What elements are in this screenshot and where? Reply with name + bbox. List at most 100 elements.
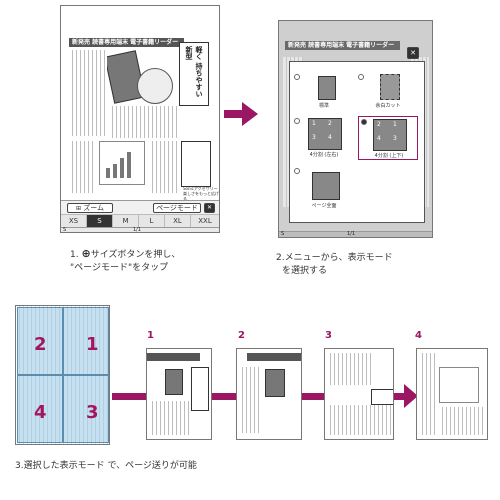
step3-caption: 3.選択した表示モード で、ページ送りが可能 xyxy=(15,461,197,471)
thumb1-image xyxy=(165,369,183,395)
quadrant-3 xyxy=(63,375,109,443)
size-xs-button[interactable]: XS xyxy=(61,215,87,228)
reader1-chart xyxy=(99,141,145,185)
step1-number: 1. xyxy=(70,250,79,260)
quadrant-label-1: 1 xyxy=(86,334,99,355)
reader1-page-indicator: 1/1 xyxy=(133,227,142,233)
step-number-1: 1 xyxy=(147,330,154,341)
reader1-ad-box-text: Sonicアクセサリー 楽しさをもっと広げる xyxy=(183,186,219,201)
thumb4-text-left xyxy=(419,353,437,435)
step1-text: サイズボタンを押し、 xyxy=(90,250,181,260)
grid-ud-2: 2 xyxy=(377,121,381,128)
progress-arrow-head-icon xyxy=(404,384,418,408)
grid-ud-1: 1 xyxy=(393,121,397,128)
step2-caption-line2: を選択する xyxy=(282,266,328,276)
grid-4split-lr: 1 2 3 4 xyxy=(308,118,342,150)
thumb4-text-right xyxy=(439,407,485,435)
size-m-button[interactable]: M xyxy=(113,215,139,228)
reader1-sidebar-box xyxy=(181,141,211,187)
quadrant-page: 2 1 4 3 xyxy=(15,305,110,445)
page-mode-button[interactable]: ページモード xyxy=(153,203,201,213)
reader2-statusbar: S 1/1 xyxy=(279,231,432,237)
option-4split-lr-label: 4分割 (左右) xyxy=(309,152,339,158)
option-4split-ud[interactable]: 2 1 4 3 4分割 (上下) xyxy=(358,116,418,160)
step-number-3: 3 xyxy=(325,330,332,341)
thumb2-text xyxy=(239,367,261,433)
step-thumbnail-1 xyxy=(146,348,212,440)
product-image-circle xyxy=(137,68,173,104)
reader-screen-1: 新発売 読書専用端末 電子書籍リーダー 軽く 持ちやすい 新型 Sonicアクセ… xyxy=(60,5,220,233)
margin-cut-icon xyxy=(380,74,400,100)
quadrant-label-4: 4 xyxy=(34,402,47,423)
thumb3-text xyxy=(327,353,371,385)
zoom-button[interactable]: ⊞ ズーム xyxy=(67,203,113,213)
display-mode-menu: 標準 余白カット 1 2 3 4 4分割 (左右) 2 1 4 xyxy=(289,61,425,223)
radio-standard[interactable] xyxy=(294,74,300,80)
reader1-vertical-title: 軽く 持ちやすい 新型 xyxy=(185,46,203,98)
quadrant-label-2: 2 xyxy=(34,334,47,355)
quadrant-1 xyxy=(63,307,109,375)
arrow-1-head-icon xyxy=(242,102,258,126)
grid-lr-3: 3 xyxy=(312,134,316,141)
size-l-button[interactable]: L xyxy=(139,215,165,228)
option-4split-lr[interactable]: 1 2 3 4 4分割 (左右) xyxy=(294,116,354,160)
reader1-top-margin xyxy=(61,6,219,14)
zoom-icon: ⊞ xyxy=(75,205,81,212)
reader2-status-left: S xyxy=(281,231,285,237)
quadrant-label-3: 3 xyxy=(86,402,99,423)
size-xxl-button[interactable]: XXL xyxy=(198,217,212,225)
option-full-page[interactable]: ページ全面 xyxy=(294,166,354,212)
thumb1-title-box xyxy=(191,367,209,411)
reader1-headline: 新発売 読書専用端末 電子書籍リーダー xyxy=(69,38,184,47)
step-thumbnail-2 xyxy=(236,348,302,440)
reader1-vertical-title-box xyxy=(179,42,209,106)
grid-lr-2: 2 xyxy=(328,120,332,127)
radio-margin-cut[interactable] xyxy=(358,74,364,80)
grid-lr-4: 4 xyxy=(328,134,332,141)
step2-caption-line1: 2.メニューから、表示モード xyxy=(276,253,393,263)
reader1-text-col-bottom xyxy=(69,141,95,193)
reader1-text-col-left xyxy=(69,50,107,136)
radio-full-page[interactable] xyxy=(294,168,300,174)
option-full-page-label: ページ全面 xyxy=(311,203,337,209)
step-number-2: 2 xyxy=(238,330,245,341)
size-xl-button[interactable]: XL xyxy=(165,215,191,228)
option-margin-cut[interactable]: 余白カット xyxy=(358,72,418,112)
thumb2-image xyxy=(265,369,285,397)
grid-ud-3: 3 xyxy=(393,135,397,142)
thumb1-text xyxy=(149,401,189,435)
size-s-button[interactable]: S xyxy=(87,215,113,228)
option-4split-ud-label: 4分割 (上下) xyxy=(374,153,404,159)
reader1-statusbar: S 1/1 xyxy=(61,227,219,233)
close-button[interactable]: ✕ xyxy=(204,203,215,213)
quadrant-4 xyxy=(17,375,63,443)
arrow-1-shaft xyxy=(224,110,242,118)
step1-caption-line2: "ページモード"をタップ xyxy=(70,263,169,273)
reader-screen-2: 新発売 読書専用端末 電子書籍リーダー 標準 余白カット 1 2 3 4 4分割… xyxy=(278,20,433,238)
grid-4split-ud: 2 1 4 3 xyxy=(373,119,407,151)
reader2-headline: 新発売 読書専用端末 電子書籍リーダー xyxy=(285,41,400,50)
zoom-label: ズーム xyxy=(83,204,105,212)
radio-4split-ud[interactable] xyxy=(361,119,367,125)
menu-close-button[interactable]: ✕ xyxy=(407,47,419,59)
standard-page-icon xyxy=(318,76,336,100)
grid-lr-1: 1 xyxy=(312,120,316,127)
option-standard[interactable]: 標準 xyxy=(294,72,354,112)
reader2-page-indicator: 1/1 xyxy=(347,231,356,237)
thumb4-chart xyxy=(439,367,479,403)
radio-4split-lr[interactable] xyxy=(294,118,300,124)
zoom-plus-icon: ⊕ xyxy=(81,247,91,260)
reader1-text-col-right xyxy=(149,141,179,193)
thumb3-ad-box xyxy=(371,389,393,405)
quadrant-2 xyxy=(17,307,63,375)
reader1-status-left: S xyxy=(63,227,67,233)
option-margin-cut-label: 余白カット xyxy=(375,103,401,109)
thumb3-text-2 xyxy=(327,405,391,435)
grid-ud-4: 4 xyxy=(377,135,381,142)
size-selector: XS S M L XL XXL xyxy=(61,214,219,228)
step-number-4: 4 xyxy=(415,330,422,341)
step-thumbnail-4 xyxy=(416,348,488,440)
step-thumbnail-3 xyxy=(324,348,394,440)
option-standard-label: 標準 xyxy=(318,103,329,109)
reader1-text-col-mid xyxy=(109,106,179,138)
